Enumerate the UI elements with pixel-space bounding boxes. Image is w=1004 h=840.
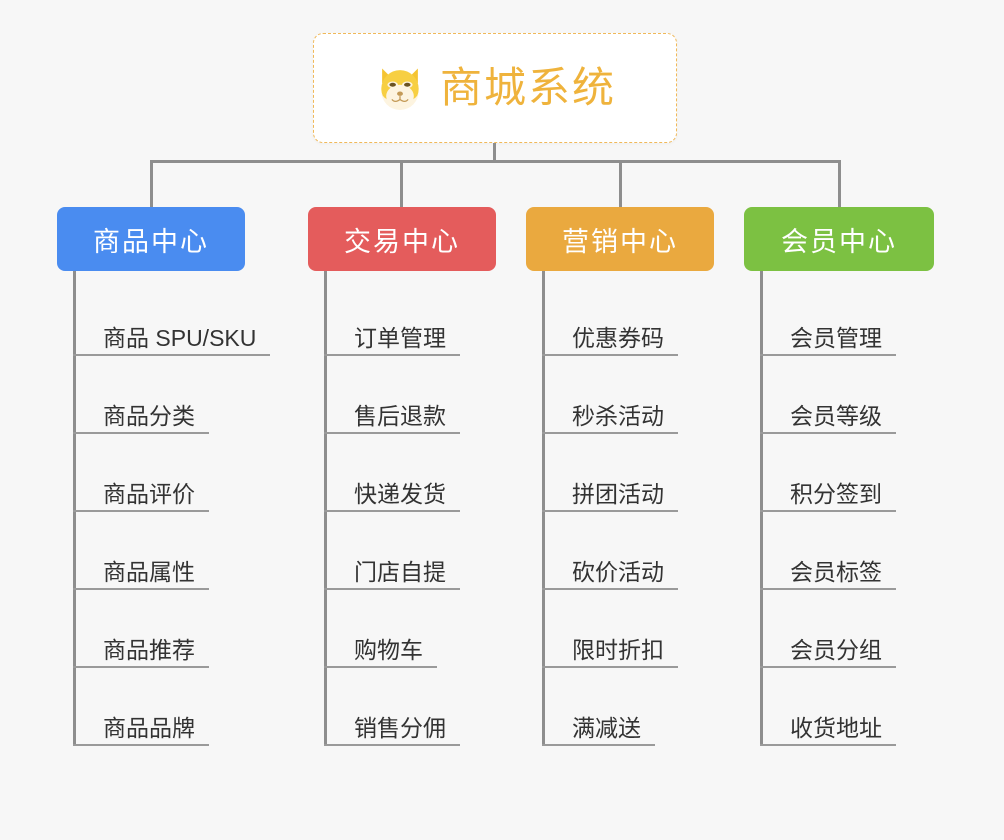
column-spine <box>542 271 545 744</box>
column-spine <box>73 271 76 744</box>
leaf-underline <box>542 744 655 746</box>
leaf-underline <box>542 510 678 512</box>
leaf-item-label: 积分签到 <box>790 481 882 507</box>
leaf-item-label: 会员管理 <box>790 325 882 351</box>
leaf-underline <box>73 588 209 590</box>
category-header-label: 商品中心 <box>93 226 209 257</box>
leaf-item-label: 满减送 <box>572 715 641 741</box>
leaf-underline <box>324 354 460 356</box>
root-node-title: 商城系统 <box>439 64 616 111</box>
leaf-underline <box>542 666 678 668</box>
leaf-underline <box>324 588 460 590</box>
leaf-underline <box>73 744 209 746</box>
leaf-item-label: 商品品牌 <box>103 715 195 741</box>
dog-face-icon <box>381 68 419 110</box>
leaf-underline <box>760 432 896 434</box>
connector-drop-column-3 <box>619 160 622 207</box>
leaf-underline <box>324 432 460 434</box>
leaf-item-label: 商品分类 <box>103 403 195 429</box>
category-header-label: 交易中心 <box>344 226 460 257</box>
leaf-item-label: 会员标签 <box>790 559 882 585</box>
leaf-item-label: 砍价活动 <box>572 559 664 585</box>
leaf-item-label: 收货地址 <box>790 715 882 741</box>
category-header-product[interactable]: 商品中心 <box>57 207 245 271</box>
leaf-item-label: 优惠券码 <box>572 325 664 351</box>
leaf-item-label: 商品评价 <box>103 481 195 507</box>
leaf-underline <box>542 432 678 434</box>
leaf-underline <box>73 666 209 668</box>
leaf-underline <box>324 510 460 512</box>
leaf-item-label: 商品属性 <box>103 559 195 585</box>
leaf-item-label: 购物车 <box>354 637 423 663</box>
leaf-item-label: 售后退款 <box>354 403 446 429</box>
category-header-member[interactable]: 会员中心 <box>744 207 934 271</box>
category-header-label: 会员中心 <box>781 226 897 257</box>
leaf-underline <box>760 588 896 590</box>
leaf-item-label: 限时折扣 <box>572 637 664 663</box>
category-header-marketing[interactable]: 营销中心 <box>526 207 714 271</box>
leaf-underline <box>760 354 896 356</box>
leaf-item-label: 商品 SPU/SKU <box>103 325 257 351</box>
leaf-item-label: 快递发货 <box>354 481 446 507</box>
connector-horizontal-bus <box>150 160 841 163</box>
connector-drop-column-1 <box>150 160 153 207</box>
leaf-item-label: 订单管理 <box>354 325 446 351</box>
leaf-item-label: 会员分组 <box>790 637 882 663</box>
leaf-item-label: 秒杀活动 <box>572 403 664 429</box>
leaf-underline <box>760 744 896 746</box>
leaf-item-label: 拼团活动 <box>572 481 664 507</box>
leaf-item-label: 门店自提 <box>354 559 446 585</box>
connector-drop-column-4 <box>838 160 841 207</box>
category-header-label: 营销中心 <box>562 226 678 257</box>
leaf-item-label: 商品推荐 <box>103 637 195 663</box>
connector-root-stem <box>493 143 496 162</box>
leaf-underline <box>73 510 209 512</box>
connector-drop-column-2 <box>400 160 403 207</box>
root-node-mall-system[interactable]: 商城系统 <box>313 33 677 143</box>
column-spine <box>324 271 327 744</box>
leaf-underline <box>760 510 896 512</box>
column-spine <box>760 271 763 744</box>
leaf-underline <box>324 744 460 746</box>
leaf-underline <box>760 666 896 668</box>
leaf-underline <box>542 354 678 356</box>
leaf-underline <box>73 354 270 356</box>
leaf-item-label: 销售分佣 <box>354 715 446 741</box>
leaf-underline <box>324 666 437 668</box>
leaf-underline <box>542 588 678 590</box>
leaf-item-label: 会员等级 <box>790 403 882 429</box>
category-header-trade[interactable]: 交易中心 <box>308 207 496 271</box>
leaf-underline <box>73 432 209 434</box>
